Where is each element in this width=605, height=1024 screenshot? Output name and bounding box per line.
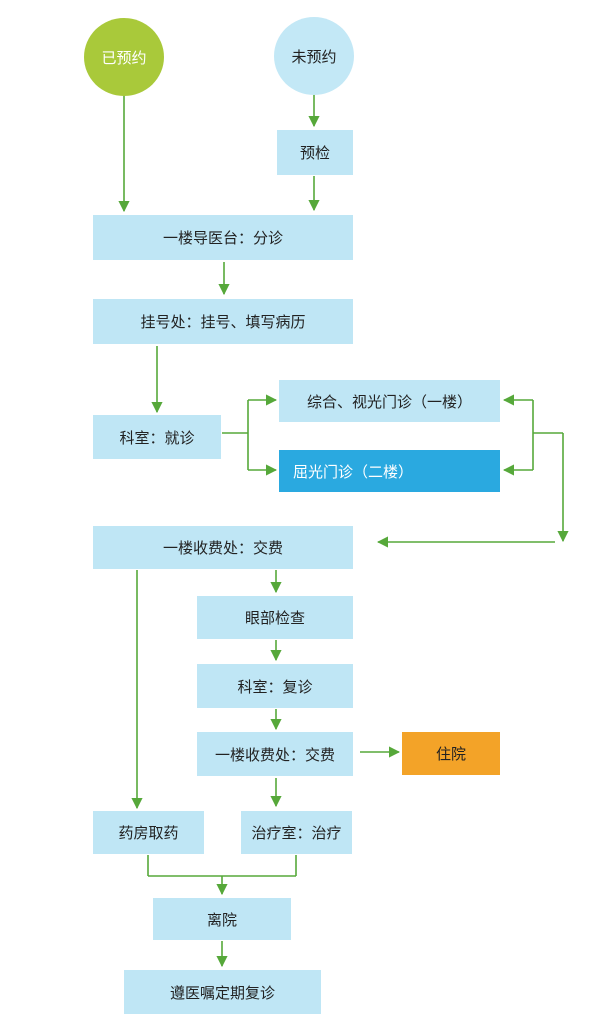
- cashier-box-1: 一楼收费处：交费: [93, 526, 353, 569]
- eye-exam-box: 眼部检查: [197, 596, 353, 639]
- follow-up-box: 遵医嘱定期复诊: [124, 970, 321, 1014]
- guide-desk-box: 一楼导医台：分诊: [93, 215, 353, 260]
- not-booked-circle: 未预约: [274, 17, 354, 95]
- department-visit-box: 科室：就诊: [93, 415, 221, 459]
- general-clinic-box: 综合、视光门诊（一楼）: [279, 380, 500, 422]
- precheck-box: 预检: [277, 130, 353, 175]
- booked-circle: 已预约: [84, 18, 164, 96]
- pharmacy-box: 药房取药: [93, 811, 204, 854]
- hospitalization-box: 住院: [402, 732, 500, 775]
- registration-box: 挂号处：挂号、填写病历: [93, 299, 353, 344]
- discharge-box: 离院: [153, 898, 291, 940]
- department-revisit-box: 科室：复诊: [197, 664, 353, 708]
- cashier-box-2: 一楼收费处：交费: [197, 732, 353, 776]
- treatment-room-box: 治疗室：治疗: [241, 811, 352, 854]
- refraction-clinic-box: 屈光门诊（二楼）: [279, 450, 500, 492]
